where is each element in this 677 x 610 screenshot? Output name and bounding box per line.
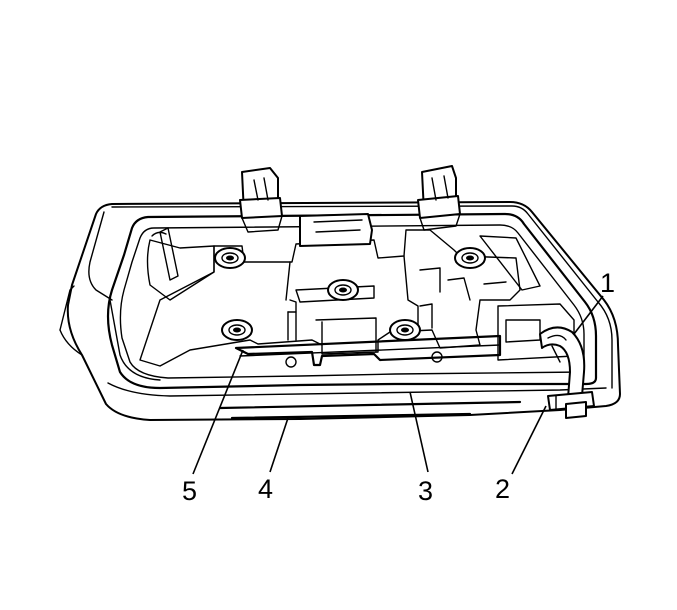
center-tab — [299, 213, 373, 247]
callout-1: 1 — [600, 268, 615, 298]
callout-5: 5 — [182, 476, 197, 506]
grommet-left-upper — [214, 247, 246, 269]
grommet-right-upper — [454, 247, 486, 269]
leader-lines — [192, 295, 604, 475]
callout-2: 2 — [495, 474, 510, 504]
holddown-hook-left — [239, 167, 283, 233]
holddown-hook-right — [417, 165, 461, 231]
side-holes — [285, 351, 443, 368]
callout-4: 4 — [258, 474, 273, 504]
callout-3: 3 — [418, 476, 433, 506]
grommet-left-lower — [221, 319, 253, 341]
hose-connector — [547, 391, 595, 419]
grommet-right-lower — [389, 319, 421, 341]
tray-floor-platform — [139, 229, 521, 367]
grommet-center — [327, 279, 359, 301]
